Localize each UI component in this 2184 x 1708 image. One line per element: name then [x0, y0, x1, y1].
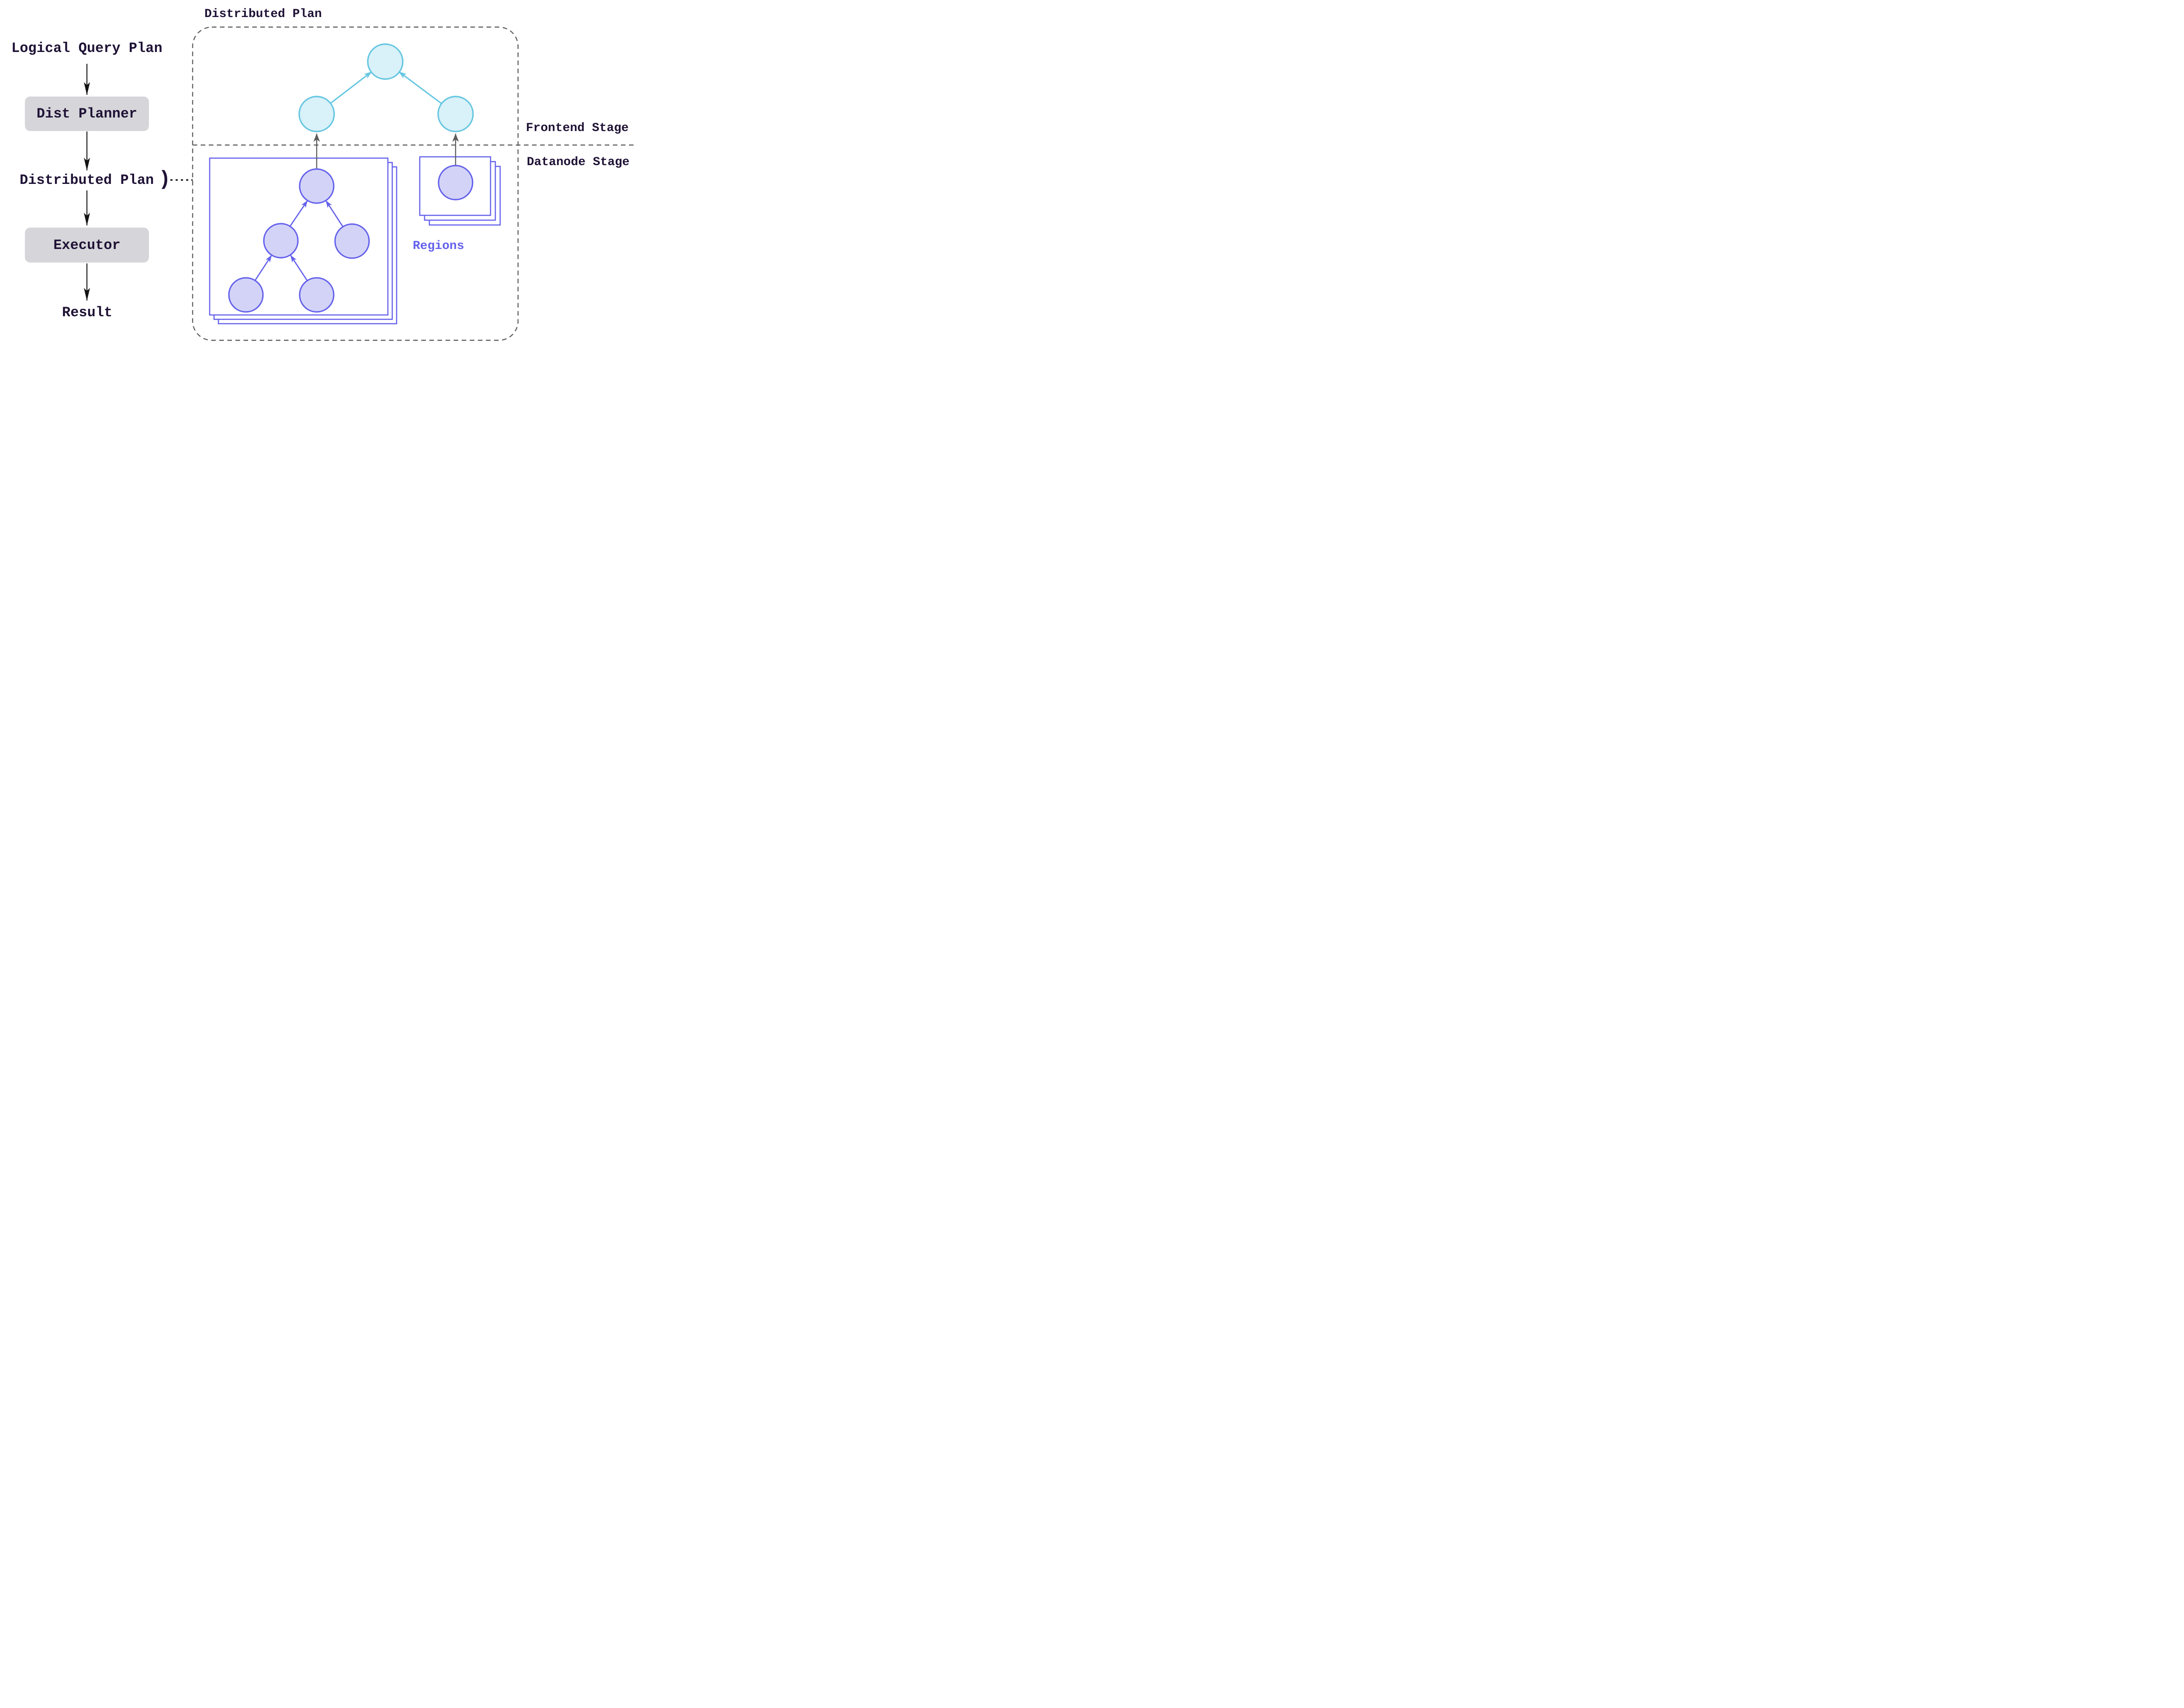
- executor-label: Executor: [53, 237, 121, 253]
- arrow-leafleft-to-midleft: [254, 255, 273, 281]
- datanode-mid-left-node: [263, 223, 299, 259]
- datanode-stage-label: Datanode Stage: [527, 156, 630, 169]
- distributed-plan-label: Distributed Plan: [20, 172, 154, 188]
- distributed-plan-container: [192, 26, 519, 341]
- right-region-stack: [419, 156, 501, 226]
- arrow-right-merger-to-root: [398, 71, 442, 105]
- frontend-stage-label: Frontend Stage: [526, 121, 629, 135]
- frontend-left-node: [298, 96, 335, 132]
- brace-glyph: ): [159, 168, 171, 191]
- datanode-right-node: [438, 165, 473, 201]
- result-label: Result: [62, 304, 113, 321]
- arrow-left-merger-to-root: [330, 71, 372, 104]
- regions-label: Regions: [413, 239, 464, 253]
- diagram-shapes: [84, 26, 635, 341]
- dist-planner-box: Dist Planner: [25, 97, 149, 131]
- datanode-left-tree: [228, 168, 370, 313]
- arrow-midleft-to-root: [289, 200, 308, 227]
- datanode-leaf-left-node: [228, 277, 264, 313]
- distributed-plan-title: Distributed Plan: [204, 7, 322, 21]
- datanode-mid-right-node: [334, 223, 370, 259]
- arrow-leafmid-to-midleft: [290, 255, 308, 281]
- frontend-right-node: [437, 96, 474, 132]
- frontend-tree: [298, 43, 474, 132]
- datanode-root-node: [299, 168, 335, 204]
- frontend-root-node: [367, 43, 404, 80]
- dist-planner-label: Dist Planner: [36, 106, 138, 122]
- arrow-midright-to-root: [325, 200, 344, 227]
- distributed-query-diagram: Logical Query Plan Dist Planner Distribu…: [0, 0, 638, 342]
- logical-query-plan-label: Logical Query Plan: [11, 40, 162, 56]
- datanode-leaf-mid-node: [299, 277, 335, 313]
- executor-box: Executor: [25, 228, 149, 263]
